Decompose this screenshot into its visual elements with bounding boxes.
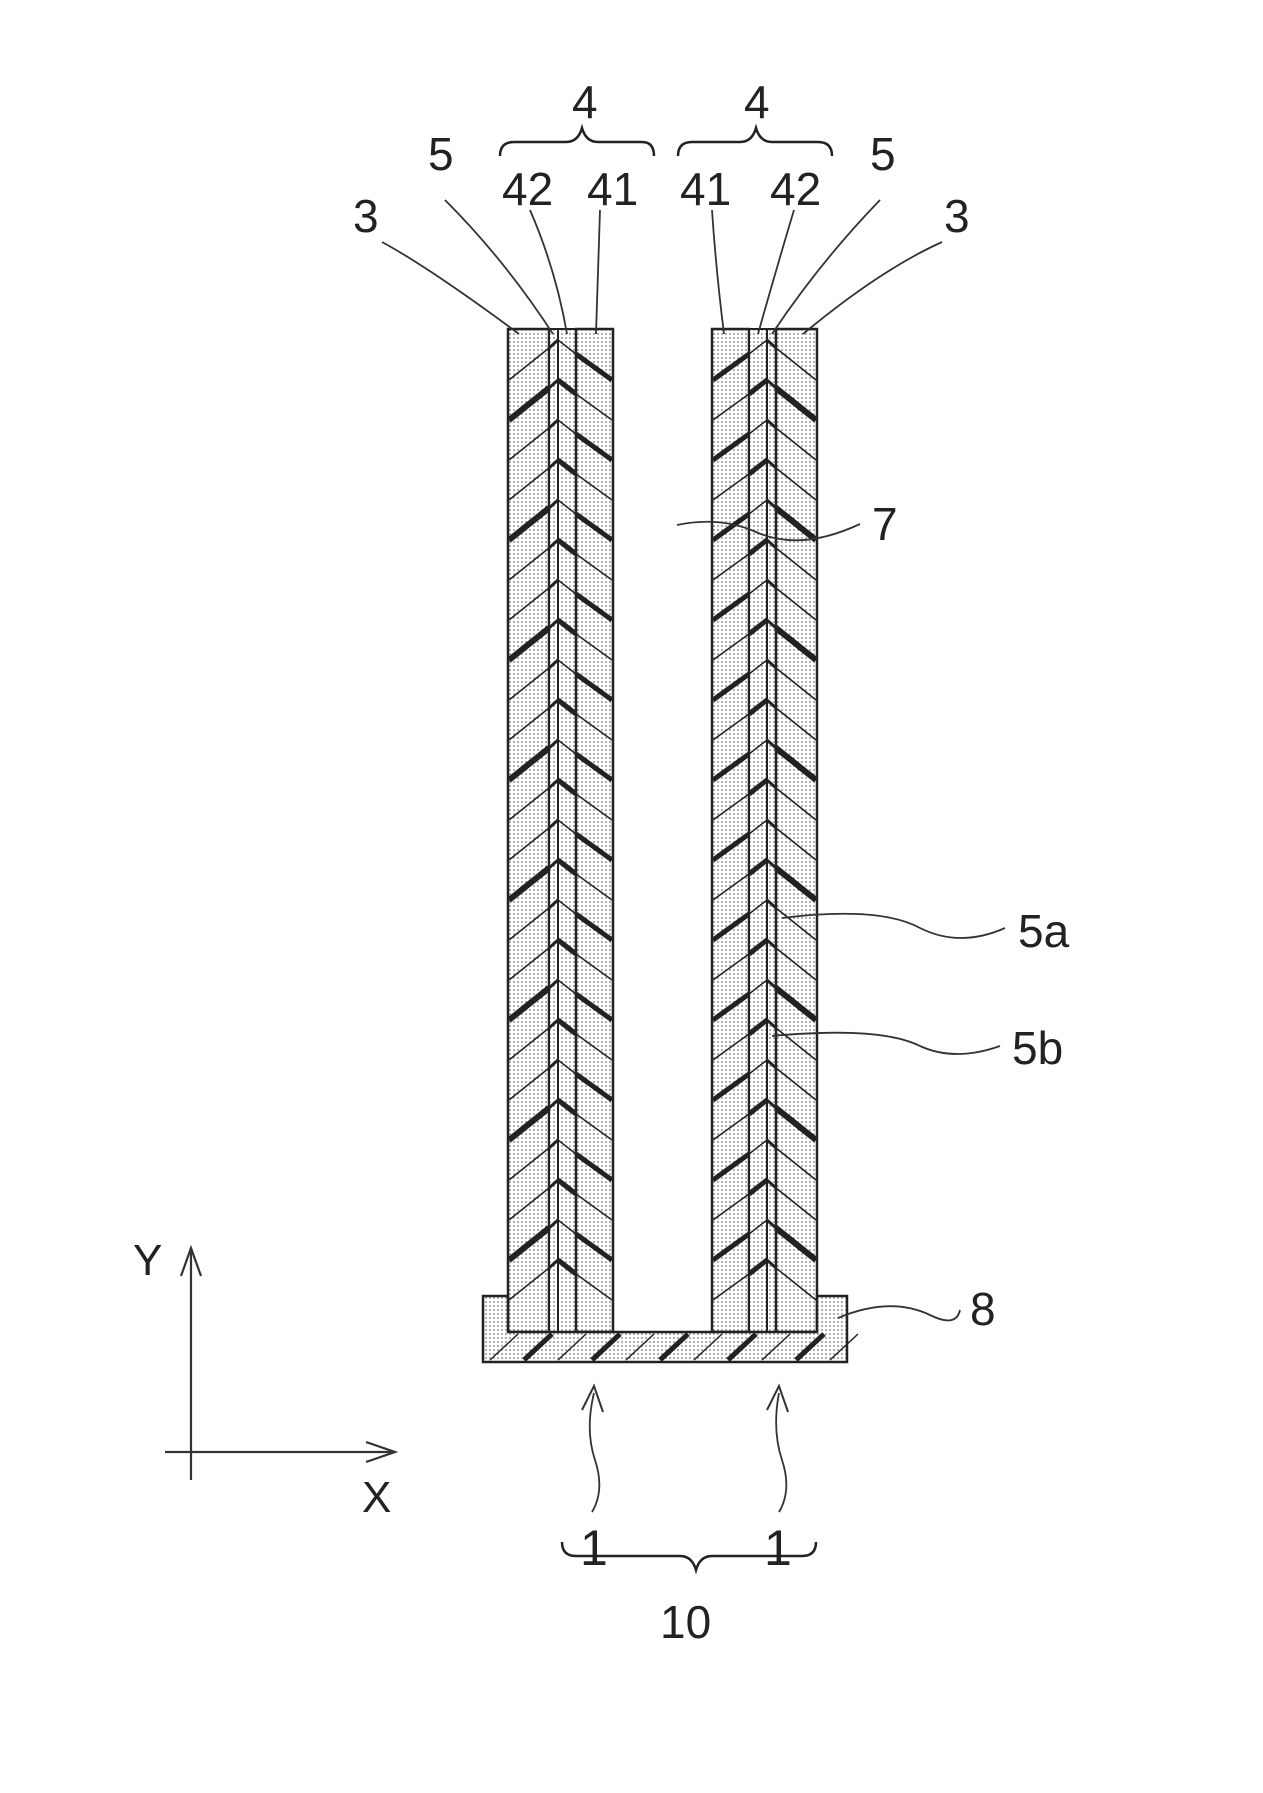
- label-8: 8: [970, 1283, 996, 1335]
- label-42-left: 42: [502, 163, 553, 215]
- label-41-right: 41: [680, 163, 731, 215]
- right-electrode-unit: [712, 329, 817, 1332]
- leader-42-left: [530, 210, 567, 334]
- label-10: 10: [660, 1596, 711, 1648]
- label-1-right: 1: [764, 1520, 792, 1576]
- left-electrode-unit: [508, 329, 613, 1332]
- left-layer-41: [576, 329, 613, 1332]
- axis-label-x: X: [362, 1473, 391, 1522]
- label-42-right: 42: [770, 163, 821, 215]
- leader-8: [838, 1306, 960, 1320]
- leader-5-left: [445, 200, 553, 334]
- leader-1-right: [776, 1393, 786, 1512]
- leader-41-left: [596, 210, 600, 334]
- right-group-brace: [678, 128, 832, 156]
- label-5-right: 5: [870, 128, 896, 180]
- label-4-right: 4: [744, 76, 770, 128]
- label-5b: 5b: [1012, 1022, 1063, 1074]
- label-5-left: 5: [428, 128, 454, 180]
- label-7: 7: [872, 498, 898, 550]
- right-layer-3: [776, 329, 817, 1332]
- left-layer-3: [508, 329, 549, 1332]
- label-4-left: 4: [572, 76, 598, 128]
- leader-3-right: [803, 242, 942, 334]
- label-1-left: 1: [580, 1520, 608, 1576]
- right-layer-41: [712, 329, 749, 1332]
- leader-1-left: [590, 1393, 600, 1512]
- leader-42-right: [758, 210, 794, 334]
- label-3-right: 3: [944, 190, 970, 242]
- leader-3-left: [382, 242, 519, 334]
- axis-label-y: Y: [133, 1236, 162, 1285]
- leader-41-right: [712, 210, 724, 334]
- axes: [165, 1248, 395, 1480]
- label-3-left: 3: [353, 190, 379, 242]
- leader-5-right: [772, 200, 880, 334]
- label-41-left: 41: [587, 163, 638, 215]
- label-5a: 5a: [1018, 905, 1070, 957]
- left-group-brace: [500, 128, 654, 156]
